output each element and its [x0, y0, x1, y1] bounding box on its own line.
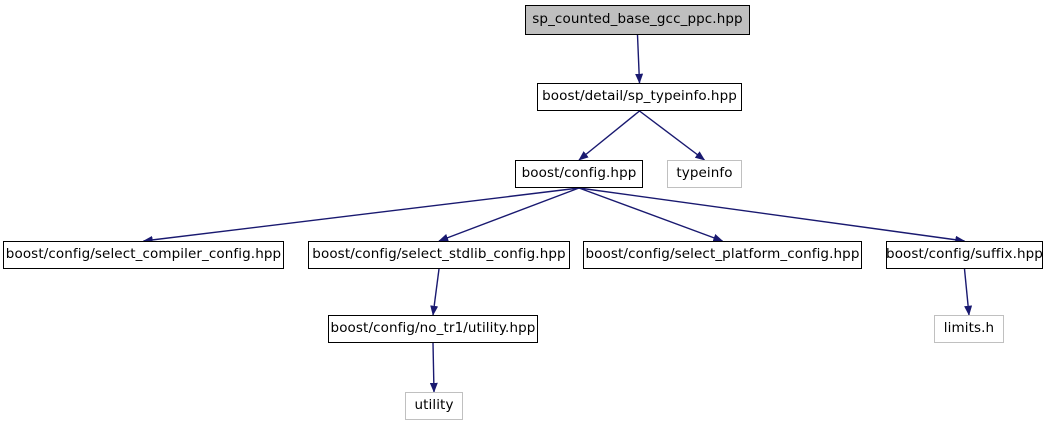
- node-boost-config-suffix-hpp[interactable]: boost/config/suffix.hpp: [886, 241, 1043, 269]
- node-boost-config-select-platform-config-hpp[interactable]: boost/config/select_platform_config.hpp: [583, 241, 862, 269]
- edge-sp_typeinfo-to-typeinfo: [639, 110, 706, 161]
- node-boost-config-no-tr1-utility-hpp[interactable]: boost/config/no_tr1/utility.hpp: [328, 315, 538, 343]
- edge-config-to-select_compiler: [142, 187, 580, 244]
- node-boost-detail-sp-typeinfo-hpp[interactable]: boost/detail/sp_typeinfo.hpp: [537, 83, 742, 111]
- node-limits-h[interactable]: limits.h: [934, 315, 1004, 343]
- edge-no_tr1_utility-to-utility: [429, 342, 438, 393]
- edge-root-to-sp_typeinfo: [635, 34, 644, 84]
- edge-sp_typeinfo-to-config: [578, 110, 640, 161]
- node-sp-counted-base-gcc-ppc-hpp[interactable]: sp_counted_base_gcc_ppc.hpp: [525, 5, 750, 35]
- node-boost-config-select-stdlib-config-hpp[interactable]: boost/config/select_stdlib_config.hpp: [308, 241, 570, 269]
- node-boost-config-select-compiler-config-hpp[interactable]: boost/config/select_compiler_config.hpp: [3, 241, 284, 269]
- node-typeinfo[interactable]: typeinfo: [667, 160, 742, 188]
- edge-config-to-select_stdlib: [438, 187, 580, 242]
- node-utility[interactable]: utility: [405, 392, 463, 420]
- edge-config-to-suffix: [578, 187, 966, 244]
- edge-config-to-select_platform: [578, 187, 724, 242]
- edge-select_stdlib-to-no_tr1_utility: [430, 268, 440, 316]
- edge-suffix-to-limits_h: [963, 268, 973, 316]
- node-boost-config-hpp[interactable]: boost/config.hpp: [515, 160, 643, 188]
